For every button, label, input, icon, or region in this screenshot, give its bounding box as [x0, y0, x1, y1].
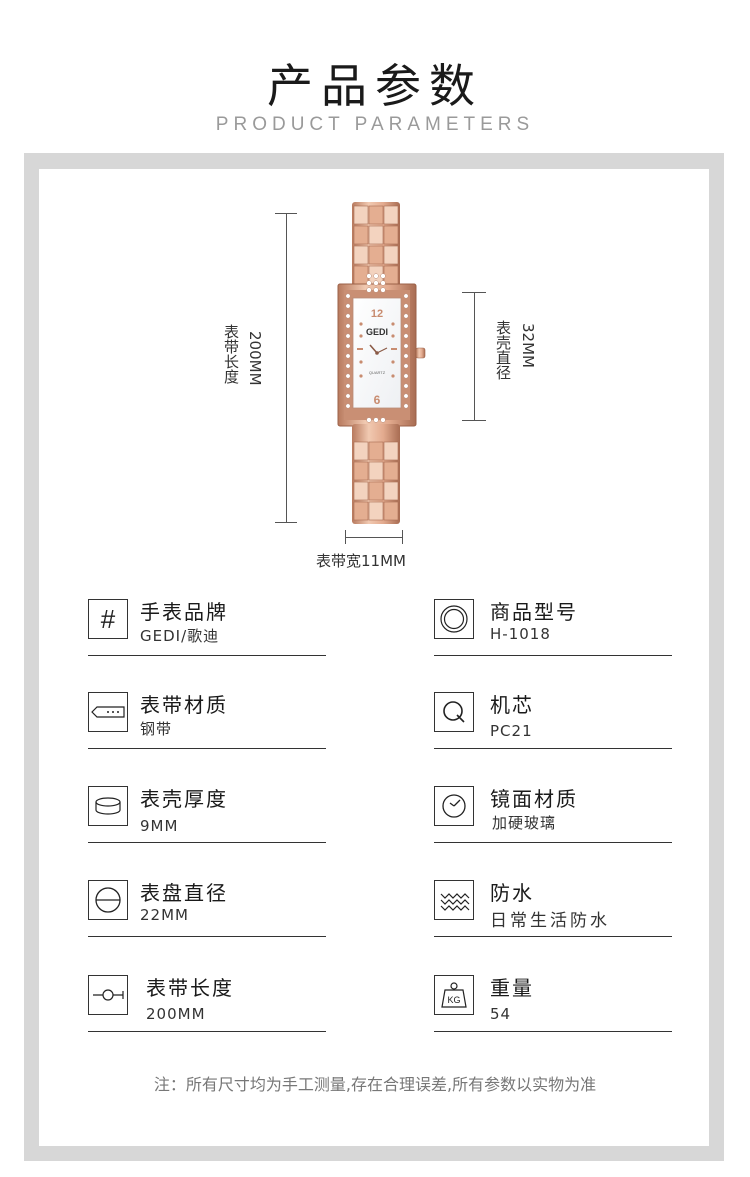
case-dim-line: [474, 292, 475, 420]
band-length-icon: [88, 975, 128, 1015]
spec-label: 机芯: [490, 693, 534, 717]
spec-model: 商品型号 H-1018: [434, 599, 672, 669]
spec-divider: [88, 655, 326, 656]
band-width-dim: 表带宽11MM: [316, 552, 406, 570]
case-dim-bottom-tick: [462, 420, 486, 421]
spec-divider: [434, 1031, 672, 1032]
length-dim-bottom-tick: [275, 522, 297, 523]
spec-weight: KG 重量 54: [434, 975, 672, 1045]
spec-label: 表带材质: [140, 693, 228, 717]
band-length-dim-value: 200MM: [246, 331, 264, 386]
spec-divider: [88, 1031, 326, 1032]
case-diameter-dim-value: 32MM: [519, 323, 537, 368]
case-thickness-icon: [88, 786, 128, 826]
dial-quartz: QUARTZ: [369, 370, 386, 375]
spec-value: PC21: [490, 722, 533, 740]
spec-label: 手表品牌: [140, 600, 228, 624]
width-dim-right-tick: [402, 530, 403, 544]
spec-strap-material: 表带材质 钢带: [88, 692, 326, 762]
page-title: 产品参数: [267, 59, 483, 113]
spec-divider: [434, 655, 672, 656]
spec-label: 商品型号: [490, 600, 578, 624]
watch-image: 12 6 GEDI QUARTZ: [337, 202, 426, 524]
spec-waterproof: 防水 日常生活防水: [434, 880, 672, 950]
spec-value: 200MM: [146, 1005, 206, 1023]
page-subtitle: PRODUCT PARAMETERS: [215, 114, 535, 135]
strap-icon: [88, 692, 128, 732]
spec-movement: 机芯 PC21: [434, 692, 672, 762]
spec-label: 防水: [490, 881, 534, 905]
width-dim-line: [345, 537, 403, 538]
spec-value: 9MM: [140, 817, 179, 835]
water-waves-icon: [434, 880, 474, 920]
spec-value: 22MM: [140, 906, 189, 924]
spec-label: 表壳厚度: [140, 787, 228, 811]
spec-case-thickness: 表壳厚度 9MM: [88, 786, 326, 856]
footnote: 注：所有尺寸均为手工测量,存在合理误差,所有参数以实物为准: [153, 1075, 597, 1094]
spec-brand: # 手表品牌 GEDI/歌迪: [88, 599, 326, 669]
case-diameter-dim-label: 表壳直径: [494, 320, 512, 380]
spec-dial-diameter: 表盘直径 22MM: [88, 880, 326, 950]
spec-band-length: 表带长度 200MM: [88, 975, 326, 1045]
dial-diameter-icon: [88, 880, 128, 920]
spec-divider: [88, 748, 326, 749]
spec-value: GEDI/歌迪: [140, 627, 220, 645]
spec-divider: [88, 936, 326, 937]
spec-divider: [88, 842, 326, 843]
dial-brand: GEDI: [366, 327, 388, 337]
spec-label: 镜面材质: [490, 787, 578, 811]
movement-q-icon: [434, 692, 474, 732]
spec-value: 加硬玻璃: [492, 814, 557, 832]
spec-value: 54: [490, 1005, 512, 1023]
clock-icon: [434, 786, 474, 826]
band-length-dim-label: 表带长度: [222, 324, 240, 384]
spec-divider: [434, 936, 672, 937]
weight-kg-icon: KG: [434, 975, 474, 1015]
svg-text:12: 12: [371, 308, 383, 320]
spec-divider: [434, 842, 672, 843]
svg-text:6: 6: [374, 393, 381, 407]
svg-text:KG: KG: [447, 995, 460, 1005]
spec-label: 表带长度: [146, 976, 234, 1000]
spec-label: 重量: [490, 976, 534, 1000]
spec-value: 日常生活防水: [490, 911, 610, 931]
model-circle-icon: [434, 599, 474, 639]
hash-icon: #: [88, 599, 128, 639]
spec-value: H-1018: [490, 625, 551, 643]
spec-value: 钢带: [140, 720, 173, 738]
length-dim-line: [286, 213, 287, 522]
spec-label: 表盘直径: [140, 881, 228, 905]
spec-glass: 镜面材质 加硬玻璃: [434, 786, 672, 856]
spec-divider: [434, 748, 672, 749]
